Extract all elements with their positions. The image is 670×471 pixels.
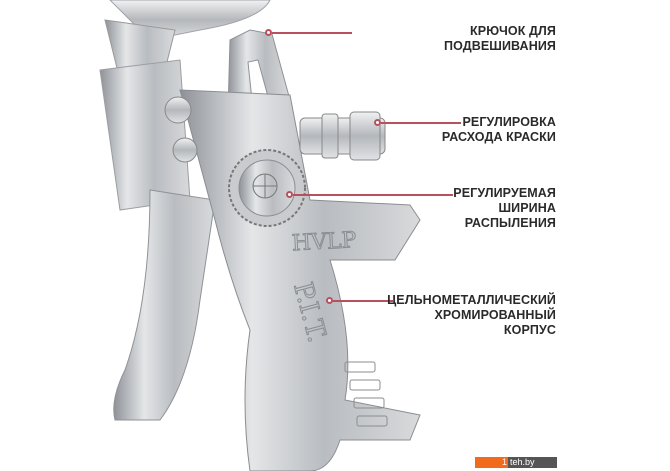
callout-line-text: РАСХОДА КРАСКИ — [441, 130, 556, 144]
watermark: 1 teh.by — [475, 457, 557, 468]
callout-line-text: РЕГУЛИРУЕМАЯ — [453, 186, 556, 200]
callout-body: ЦЕЛЬНОМЕТАЛЛИЧЕСКИЙ ХРОМИРОВАННЫЙ КОРПУС — [387, 293, 556, 338]
callout-dot-body — [326, 297, 333, 304]
callout-line-text: РАСПЫЛЕНИЯ — [464, 216, 556, 230]
callout-line-text: ПОДВЕШИВАНИЯ — [444, 39, 556, 53]
callout-line-hook — [272, 32, 352, 34]
callout-dot-flow — [374, 119, 381, 126]
callout-dot-width — [286, 191, 293, 198]
watermark-text: teh.by — [508, 457, 557, 468]
callout-line-body — [333, 300, 393, 302]
callout-spray-width: РЕГУЛИРУЕМАЯ ШИРИНА РАСПЫЛЕНИЯ — [453, 186, 556, 231]
callout-line-width — [293, 194, 453, 196]
callout-line-text: ЦЕЛЬНОМЕТАЛЛИЧЕСКИЙ — [387, 293, 556, 307]
watermark-number: 1 — [475, 457, 508, 468]
hvlp-marking: HVLP — [291, 228, 357, 256]
callout-line-text: РЕГУЛИРОВКА — [462, 115, 556, 129]
callout-line-text: КРЮЧОК ДЛЯ — [470, 24, 556, 38]
callout-flow-adjust: РЕГУЛИРОВКА РАСХОДА КРАСКИ — [442, 115, 556, 145]
callout-line-text: ХРОМИРОВАННЫЙ — [434, 308, 556, 322]
callout-dot-hook — [265, 29, 272, 36]
callout-hook: КРЮЧОК ДЛЯ ПОДВЕШИВАНИЯ — [444, 24, 556, 54]
callout-line-text: КОРПУС — [503, 323, 556, 337]
callout-line-flow — [381, 122, 461, 124]
callout-line-text: ШИРИНА — [498, 201, 556, 215]
